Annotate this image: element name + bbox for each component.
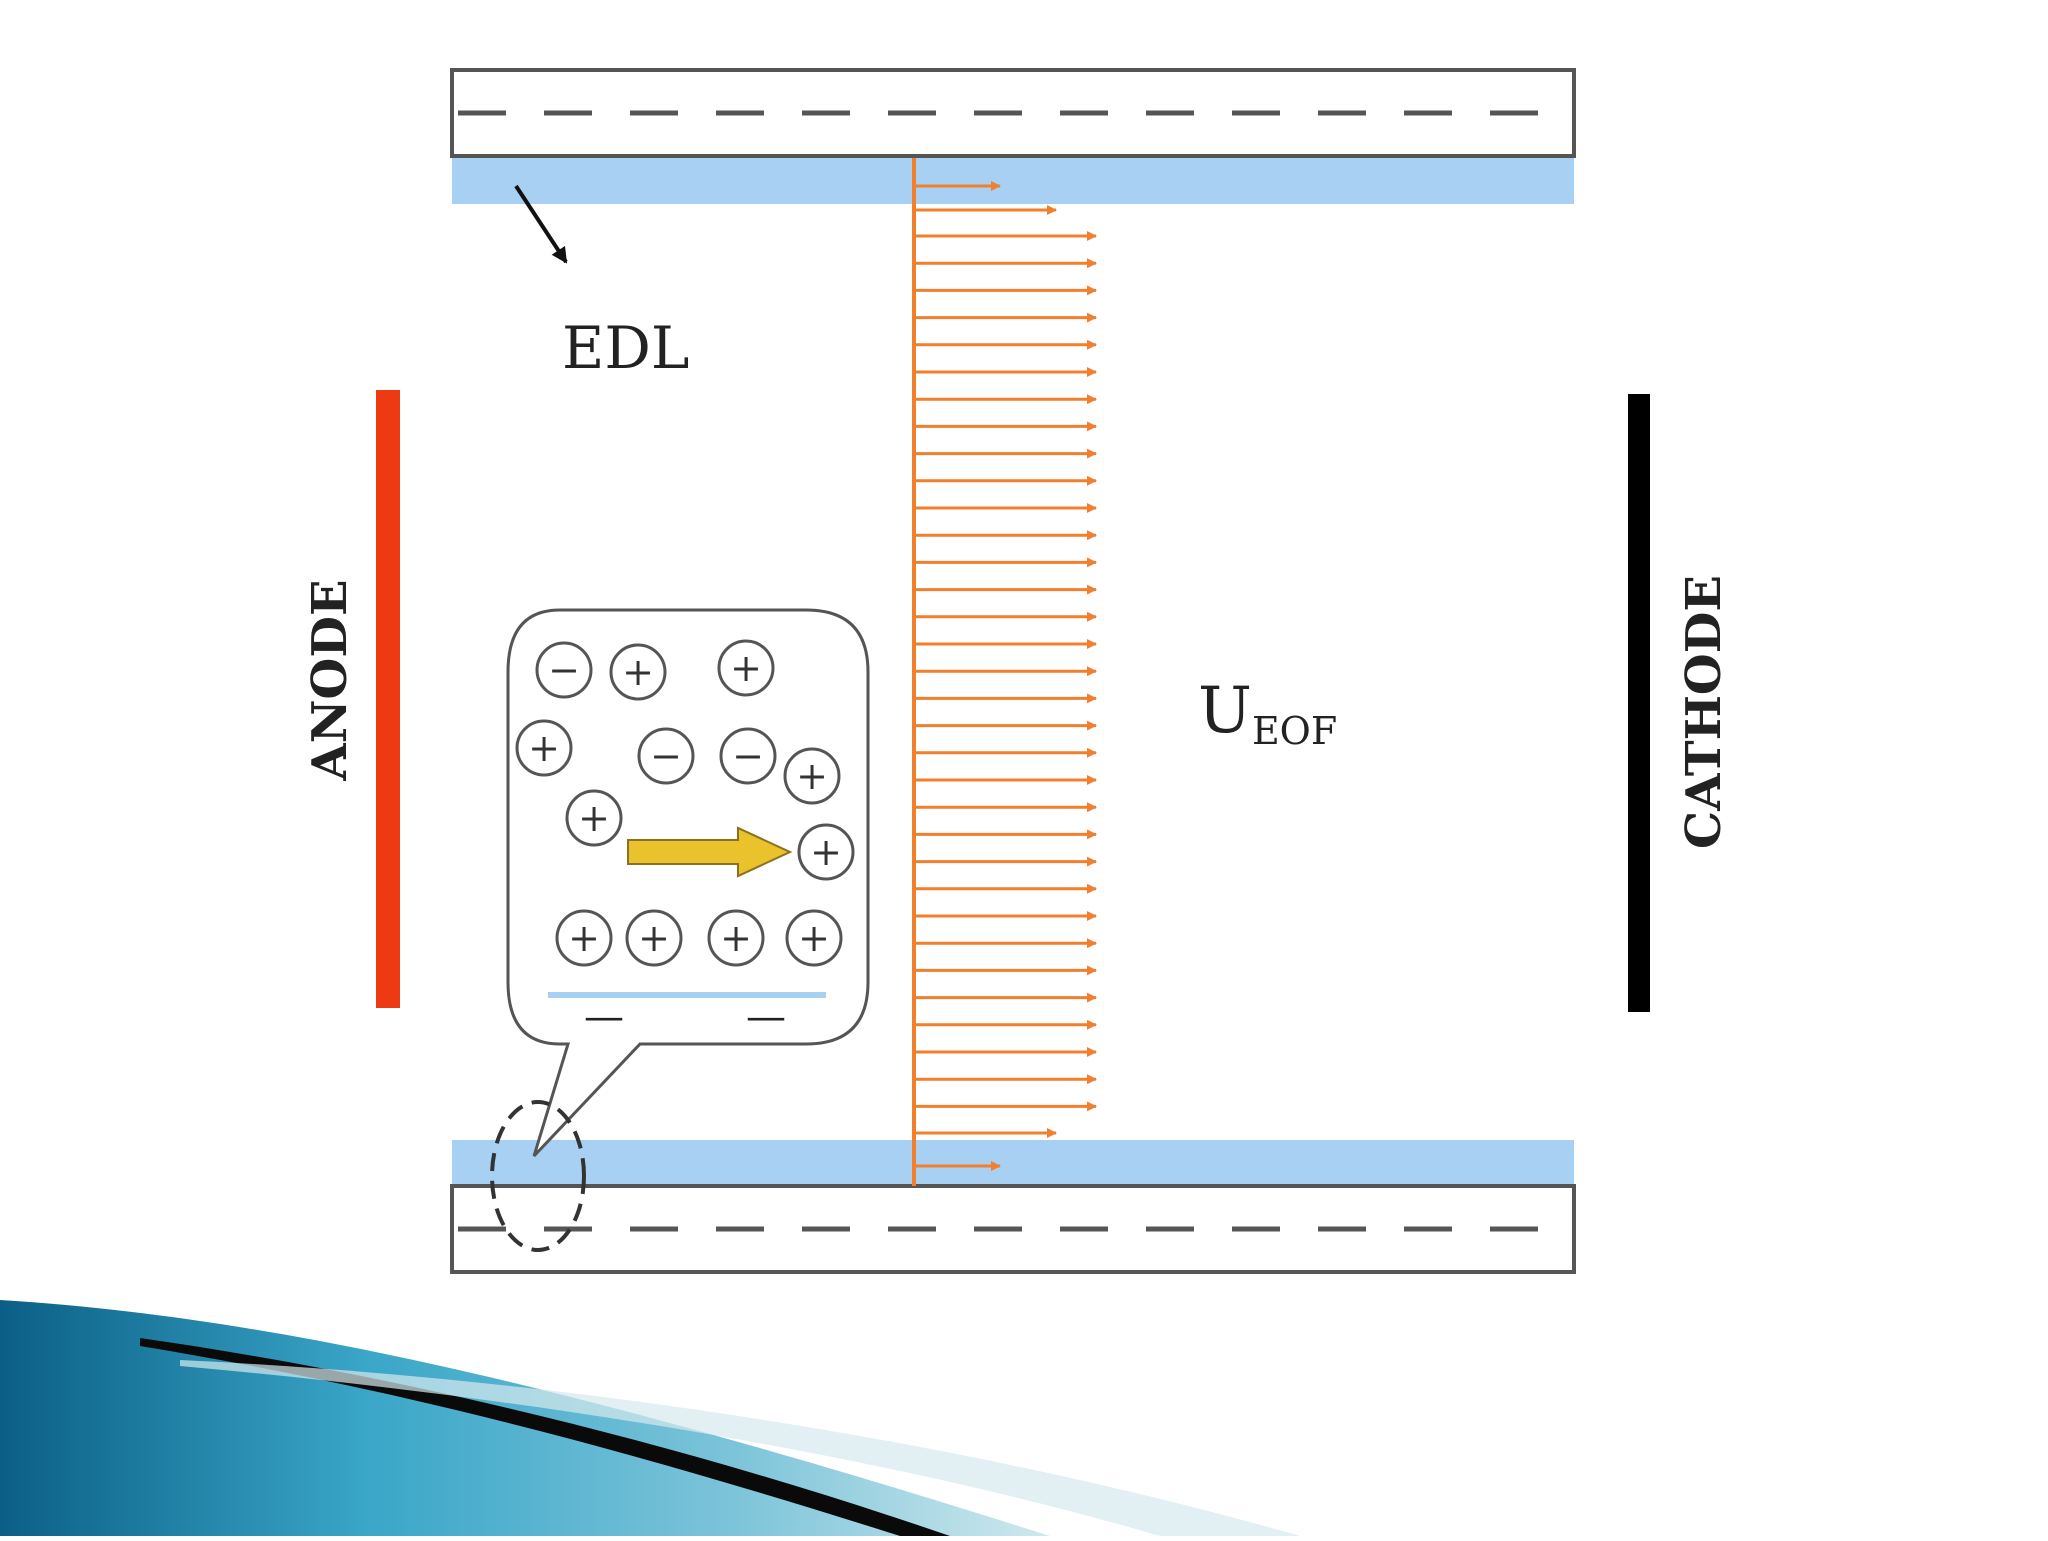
- velocity-label-main: U: [1198, 674, 1252, 748]
- flow-arrows: [916, 186, 1096, 1166]
- cation-sign: +: [622, 650, 654, 694]
- wall-negative-charge-1: —: [584, 994, 624, 1040]
- cation-sign: +: [796, 754, 828, 798]
- anion-sign: −: [548, 648, 580, 692]
- slide-swoosh-decoration: [0, 1300, 1300, 1536]
- cation-sign: +: [720, 916, 752, 960]
- cathode-label: CATHODE: [1676, 575, 1732, 849]
- cation-sign: +: [730, 646, 762, 690]
- edl-label: EDL: [562, 314, 689, 382]
- cation-sign: +: [638, 916, 670, 960]
- bottom-edl-layer: [452, 1140, 1574, 1184]
- anion-sign: −: [650, 734, 682, 778]
- anode-electrode: [376, 390, 400, 1008]
- cathode-electrode: [1628, 394, 1650, 1012]
- cation-sign: +: [568, 916, 600, 960]
- cation-sign: +: [798, 916, 830, 960]
- cation-sign: +: [810, 830, 842, 874]
- bottom-channel-wall: [452, 1186, 1574, 1272]
- anion-sign: −: [732, 734, 764, 778]
- velocity-label-subscript: EOF: [1252, 709, 1337, 753]
- top-edl-layer: [452, 158, 1574, 204]
- wall-negative-charge-2: —: [746, 994, 786, 1040]
- anode-label: ANODE: [302, 579, 358, 781]
- cation-sign: +: [578, 796, 610, 840]
- top-channel-wall: [452, 70, 1574, 156]
- velocity-label: UEOF: [1198, 674, 1337, 753]
- cation-sign: +: [528, 726, 560, 770]
